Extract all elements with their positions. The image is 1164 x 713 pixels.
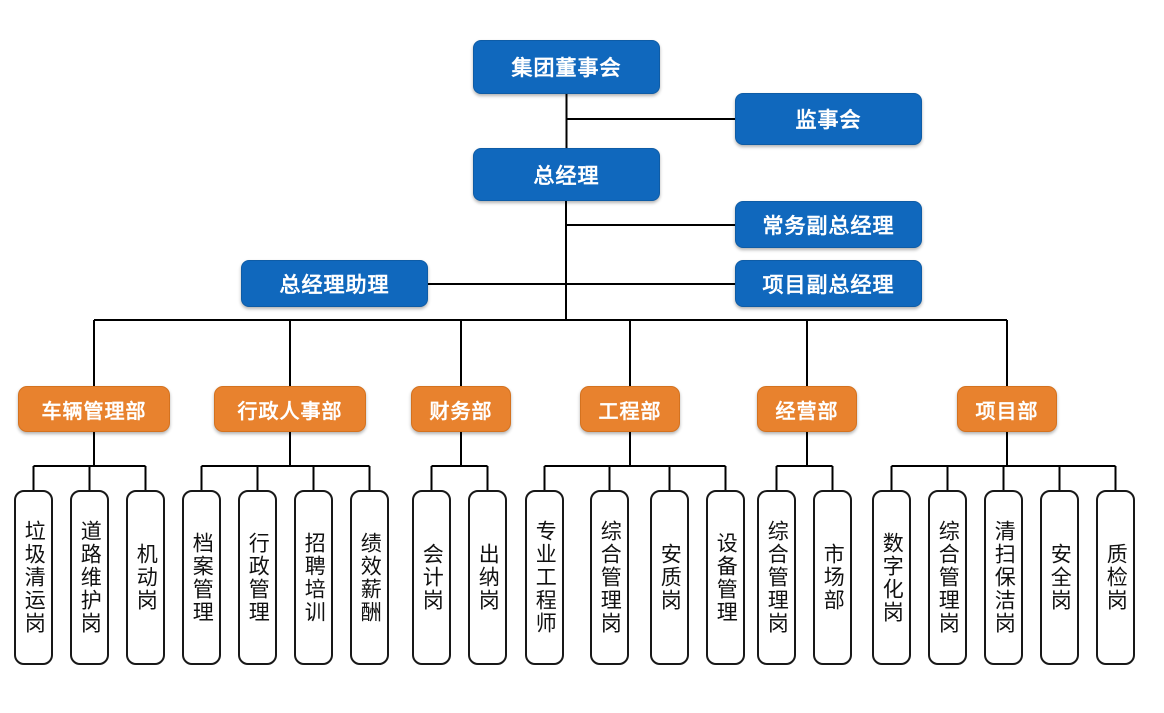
node-label: 出纳岗 [476, 543, 501, 612]
node-general-manager[interactable]: 总经理 [473, 148, 660, 201]
node-label: 经营部 [775, 398, 839, 423]
node-department-admin_hr[interactable]: 行政人事部 [214, 386, 366, 432]
node-department-engineering[interactable]: 工程部 [580, 386, 680, 432]
node-board-of-directors[interactable]: 集团董事会 [473, 40, 660, 94]
node-label: 绩效薪酬 [358, 531, 383, 624]
node-position-engineering[interactable]: 综合管理岗 [590, 490, 629, 665]
node-position-admin_hr[interactable]: 招聘培训 [294, 490, 333, 665]
node-label: 招聘培训 [302, 531, 327, 624]
node-position-project[interactable]: 安全岗 [1040, 490, 1079, 665]
node-executive-vice-gm[interactable]: 常务副总经理 [735, 201, 922, 248]
node-department-project[interactable]: 项目部 [957, 386, 1057, 432]
node-label: 行政管理 [246, 531, 271, 624]
node-position-admin_hr[interactable]: 档案管理 [182, 490, 221, 665]
node-label: 工程部 [598, 398, 662, 423]
node-position-engineering[interactable]: 专业工程师 [525, 490, 564, 665]
node-label: 安质岗 [658, 543, 683, 612]
node-position-finance[interactable]: 出纳岗 [468, 490, 507, 665]
node-position-finance[interactable]: 会计岗 [412, 490, 451, 665]
node-label: 综合管理岗 [765, 520, 790, 635]
node-label: 数字化岗 [880, 531, 905, 624]
node-position-operations[interactable]: 市场部 [813, 490, 852, 665]
node-position-project[interactable]: 数字化岗 [872, 490, 911, 665]
node-project-vice-gm[interactable]: 项目副总经理 [735, 260, 922, 307]
node-label: 市场部 [821, 543, 846, 612]
node-label: 垃圾清运岗 [22, 520, 47, 635]
node-label: 会计岗 [420, 543, 445, 612]
node-label: 专业工程师 [533, 520, 558, 635]
node-label: 综合管理岗 [936, 520, 961, 635]
node-label: 行政人事部 [237, 398, 343, 423]
node-label: 常务副总经理 [762, 213, 895, 238]
node-department-vehicle[interactable]: 车辆管理部 [18, 386, 170, 432]
node-position-vehicle[interactable]: 道路维护岗 [70, 490, 109, 665]
node-label: 设备管理 [714, 531, 739, 624]
node-label: 项目副总经理 [762, 272, 895, 297]
node-gm-assistant[interactable]: 总经理助理 [241, 260, 428, 307]
node-label: 集团董事会 [511, 56, 622, 80]
node-position-admin_hr[interactable]: 绩效薪酬 [350, 490, 389, 665]
node-position-vehicle[interactable]: 机动岗 [126, 490, 165, 665]
node-label: 档案管理 [190, 531, 215, 624]
node-position-project[interactable]: 质检岗 [1096, 490, 1135, 665]
node-department-finance[interactable]: 财务部 [411, 386, 511, 432]
node-label: 机动岗 [134, 543, 159, 612]
node-label: 安全岗 [1048, 543, 1073, 612]
node-label: 质检岗 [1104, 543, 1129, 612]
node-department-operations[interactable]: 经营部 [757, 386, 857, 432]
node-label: 车辆管理部 [41, 398, 147, 423]
node-label: 总经理助理 [279, 272, 390, 297]
node-label: 道路维护岗 [78, 520, 103, 635]
node-label: 监事会 [795, 108, 862, 132]
node-position-project[interactable]: 清扫保洁岗 [984, 490, 1023, 665]
node-position-vehicle[interactable]: 垃圾清运岗 [14, 490, 53, 665]
node-position-project[interactable]: 综合管理岗 [928, 490, 967, 665]
node-position-operations[interactable]: 综合管理岗 [757, 490, 796, 665]
node-label: 综合管理岗 [598, 520, 623, 635]
node-label: 清扫保洁岗 [992, 520, 1017, 635]
node-label: 财务部 [429, 398, 493, 423]
node-position-engineering[interactable]: 设备管理 [706, 490, 745, 665]
node-position-admin_hr[interactable]: 行政管理 [238, 490, 277, 665]
node-label: 总经理 [533, 163, 600, 188]
node-position-engineering[interactable]: 安质岗 [650, 490, 689, 665]
node-supervisory-board[interactable]: 监事会 [735, 93, 922, 145]
node-label: 项目部 [975, 398, 1039, 423]
